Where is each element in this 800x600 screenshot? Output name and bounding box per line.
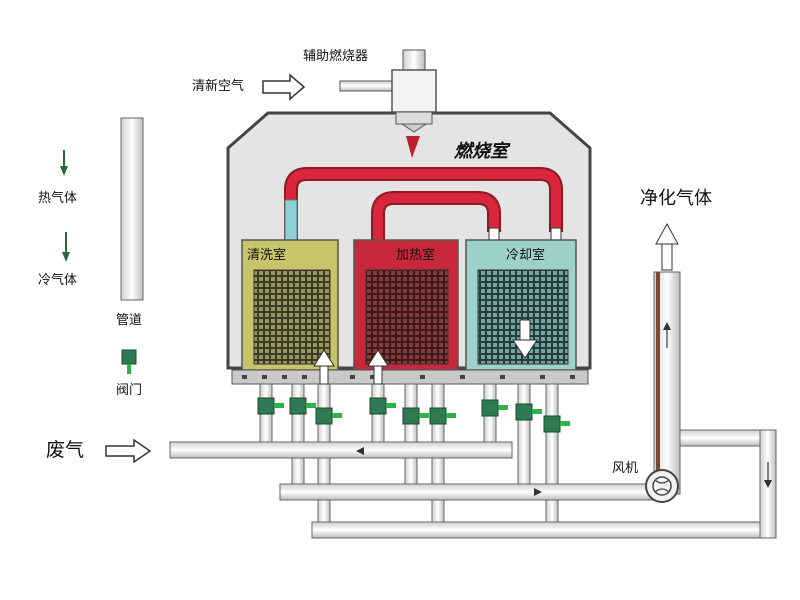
legend-pipe [120,117,144,301]
fresh-air-label: 清新空气 [192,79,245,94]
heating-chamber-label: 加热室 [396,248,436,263]
downflow-arrow-icon [512,319,538,359]
heating-chamber [353,239,459,371]
legend-valve-label: 阀门 [116,383,143,398]
exhaust-inlet-arrow-icon [105,438,152,464]
exhaust-gas-label: 废气 [46,439,85,461]
manifold-flow-arrow-icon [356,447,542,496]
middle-manifold [279,483,657,501]
purified-gas-label: 净化气体 [640,188,712,209]
purified-gas-arrow-icon [655,222,679,271]
legend-hot-gas-label: 热气体 [38,191,78,206]
base-plate-bolts [242,375,575,379]
valve-icon [369,397,396,415]
fan-label: 风机 [612,461,639,476]
valve-icon [402,407,429,425]
legend-cold-gas-arrow-icon [62,232,70,262]
return-duct-downflow-arrow-icon [764,462,772,488]
fresh-air-arrow-icon [262,73,306,101]
combustion-chamber-label: 燃烧室 [454,141,508,162]
legend-pipe-label: 管道 [116,313,143,328]
bottom-manifold [311,521,775,539]
cooling-chamber-label: 冷却室 [506,248,546,263]
valve-icon [289,397,316,415]
upflow-arrow-icon [367,349,389,385]
legend-cold-gas-label: 冷气体 [38,273,78,288]
valve-icon [543,415,570,433]
valve-icon [315,407,342,425]
valve-icon [515,403,542,421]
upflow-arrow-icon [313,349,335,385]
auxiliary-burner-label: 辅助燃烧器 [303,49,369,64]
cleaning-chamber [241,239,339,371]
exhaust-gas-manifold [169,441,513,459]
valve-icon [481,399,508,417]
legend-hot-gas-arrow-icon [60,150,68,176]
legend-valve-icon [121,349,137,374]
stack-upflow-arrow-icon [663,322,671,348]
valves [257,397,570,433]
valve-icon [257,397,284,415]
auxiliary-burner [339,49,437,133]
flame-icon [406,136,420,158]
cleaning-chamber-label: 清洗室 [247,248,287,263]
fan-icon [645,469,679,503]
valve-icon [429,407,456,425]
